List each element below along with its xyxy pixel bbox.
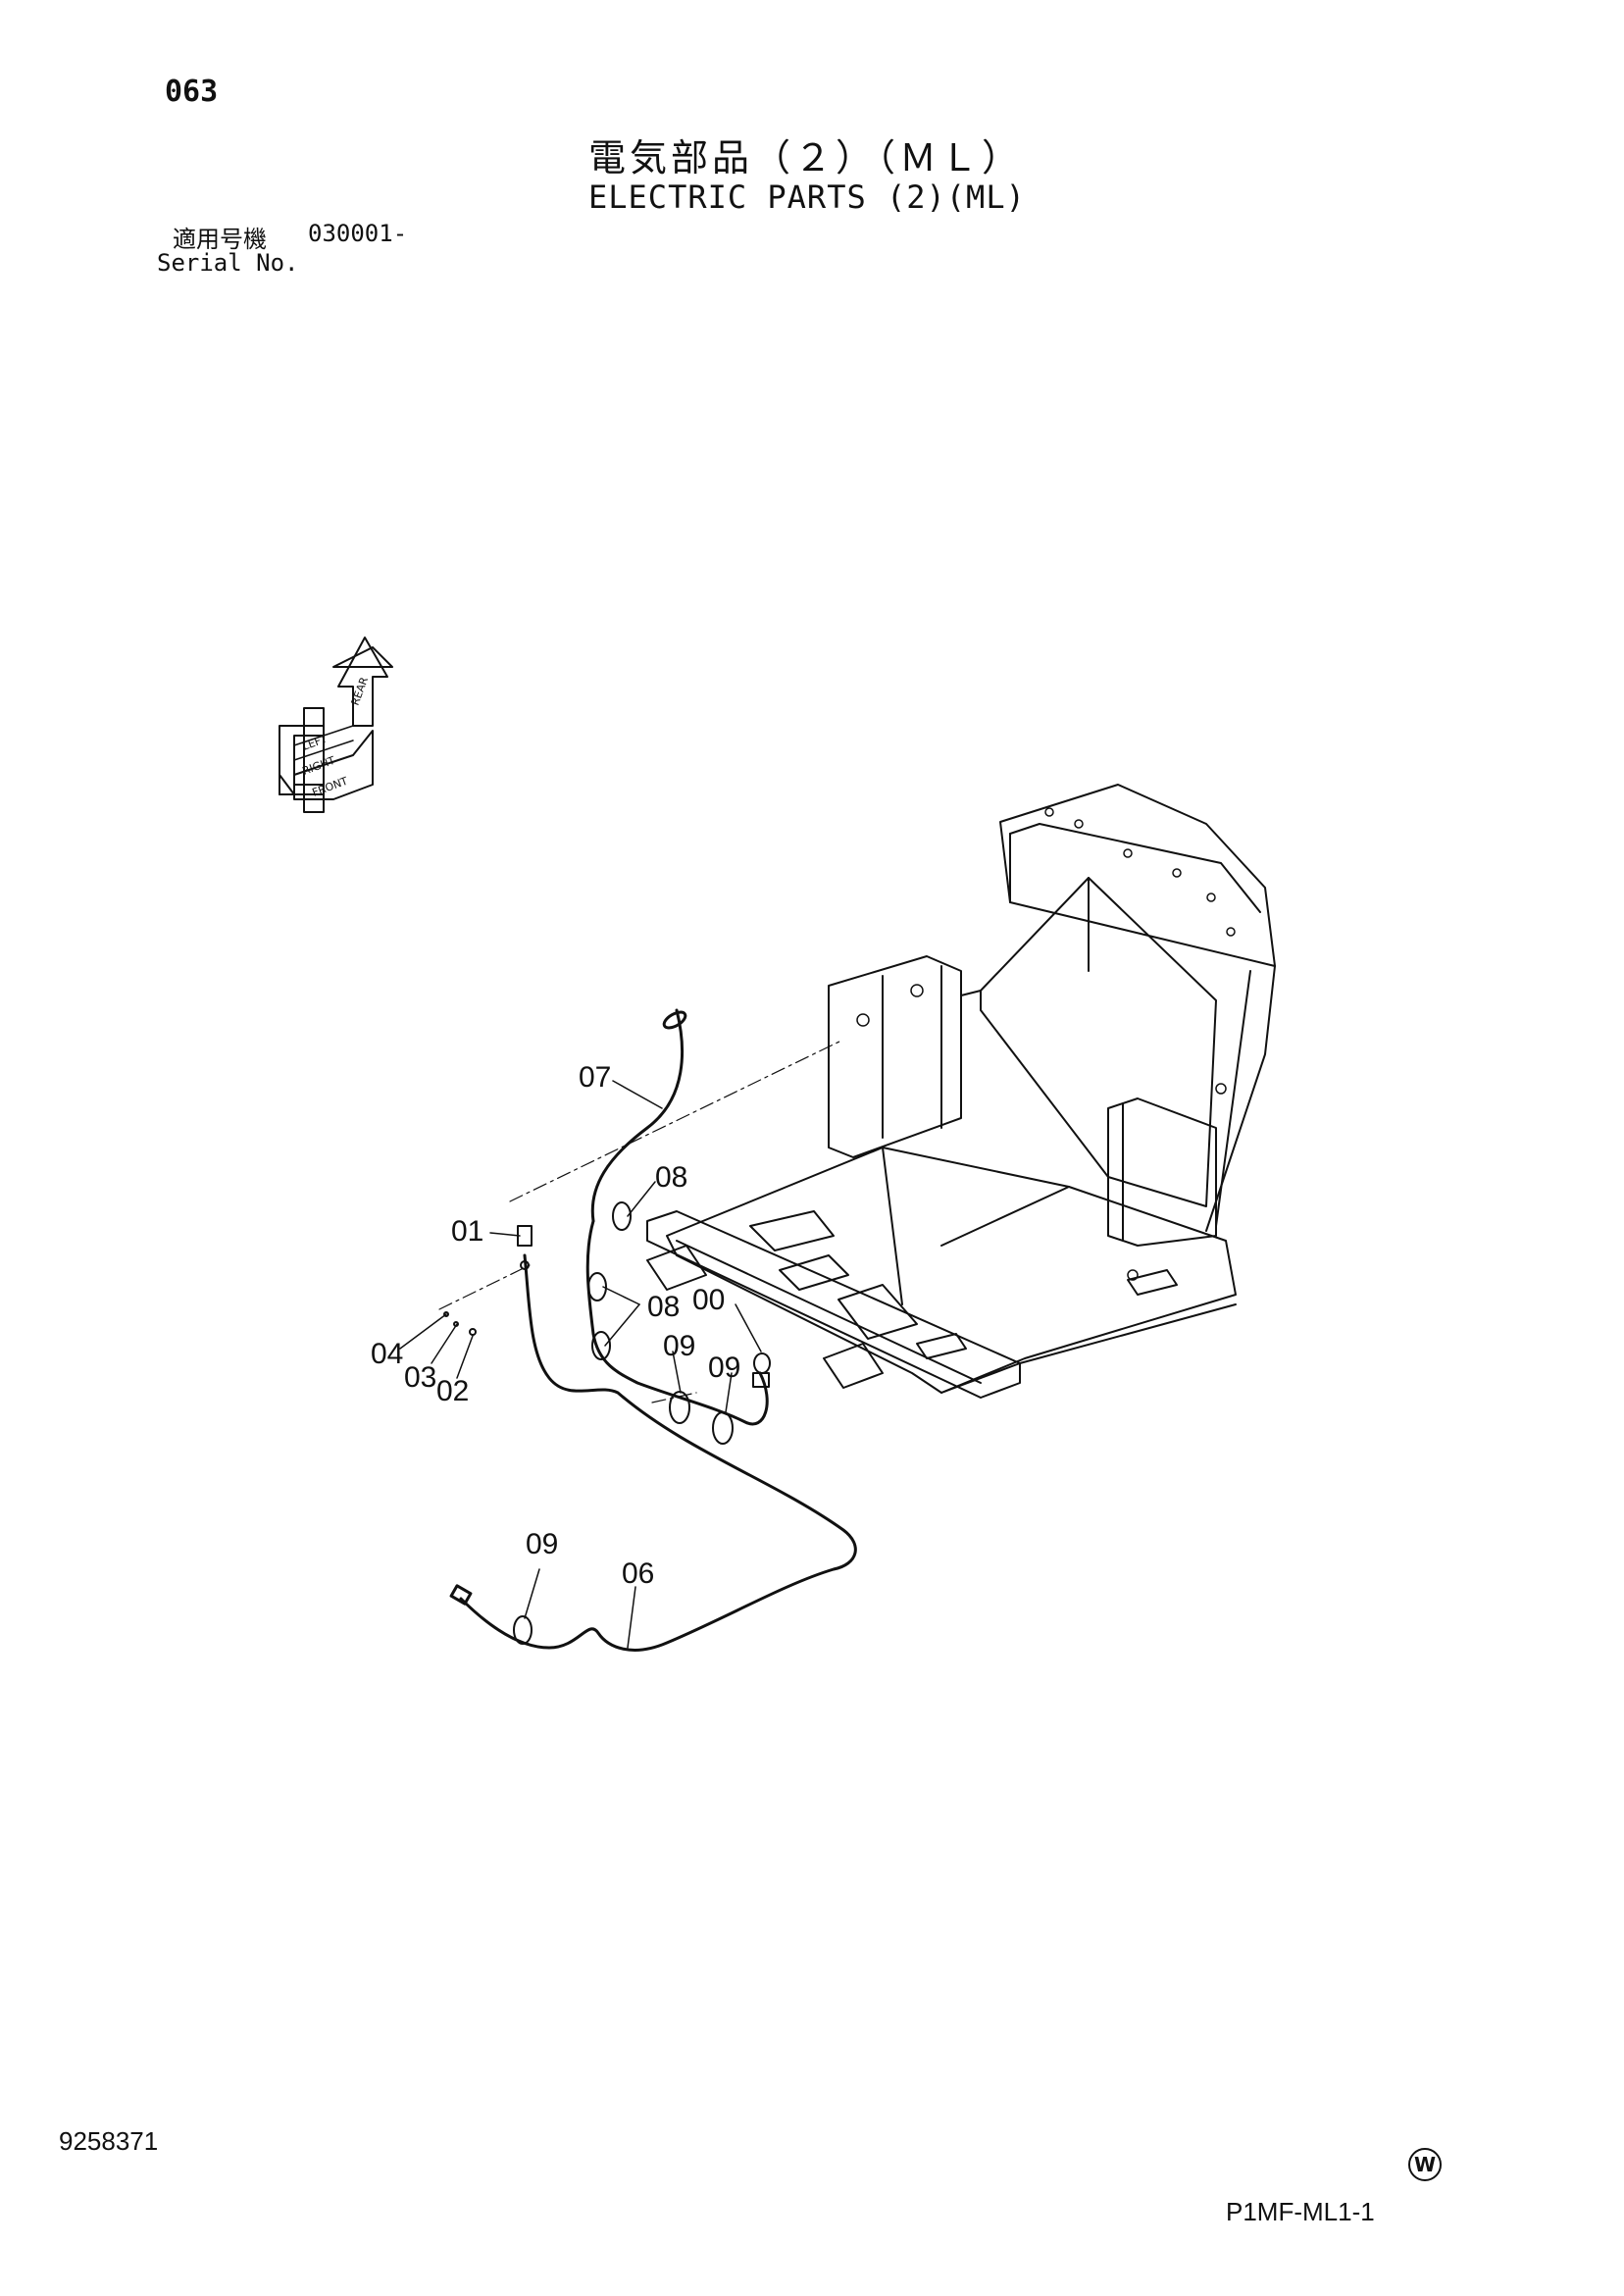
- direction-indicator-icon: LEFT RIGHT REAR FRONT: [279, 637, 393, 813]
- callout-03: 03: [404, 1361, 436, 1394]
- serial-number-value: 030001-: [308, 220, 408, 247]
- callout-08-a: 08: [655, 1161, 687, 1194]
- harness-07: [590, 1008, 687, 1223]
- title-english: ELECTRIC PARTS (2)(ML): [588, 179, 1026, 216]
- callout-01: 01: [451, 1215, 483, 1248]
- callout-04: 04: [371, 1338, 403, 1370]
- serial-label-japanese: 適用号機: [173, 226, 267, 253]
- serial-label-english: Serial No.: [157, 249, 299, 277]
- callout-07: 07: [579, 1061, 611, 1094]
- reference-lines: [438, 1039, 844, 1403]
- leader-lines: [399, 1080, 762, 1649]
- watermark-w-icon: W: [1408, 2148, 1442, 2181]
- direction-label-right: RIGHT: [301, 754, 337, 778]
- cab-frame: [646, 784, 1276, 1399]
- document-number: 9258371: [59, 2126, 159, 2156]
- page-number: 063: [165, 75, 219, 109]
- clamps: [443, 1201, 771, 1645]
- title-japanese: 電気部品（２）（ＭＬ）: [588, 136, 1024, 179]
- callout-02: 02: [436, 1375, 469, 1407]
- callout-00: 00: [692, 1284, 725, 1316]
- callout-08-b: 08: [647, 1291, 680, 1323]
- callout-labels: 07 08 01 08 00 09 09 04 03 02 09 06: [371, 1061, 740, 1590]
- callout-09-b: 09: [708, 1352, 740, 1384]
- callout-09-a: 09: [663, 1330, 695, 1362]
- callout-06: 06: [622, 1557, 654, 1590]
- direction-label-rear: REAR: [349, 675, 372, 707]
- figure-code: P1MF-ML1-1: [1226, 2197, 1375, 2226]
- callout-09-c: 09: [526, 1528, 558, 1560]
